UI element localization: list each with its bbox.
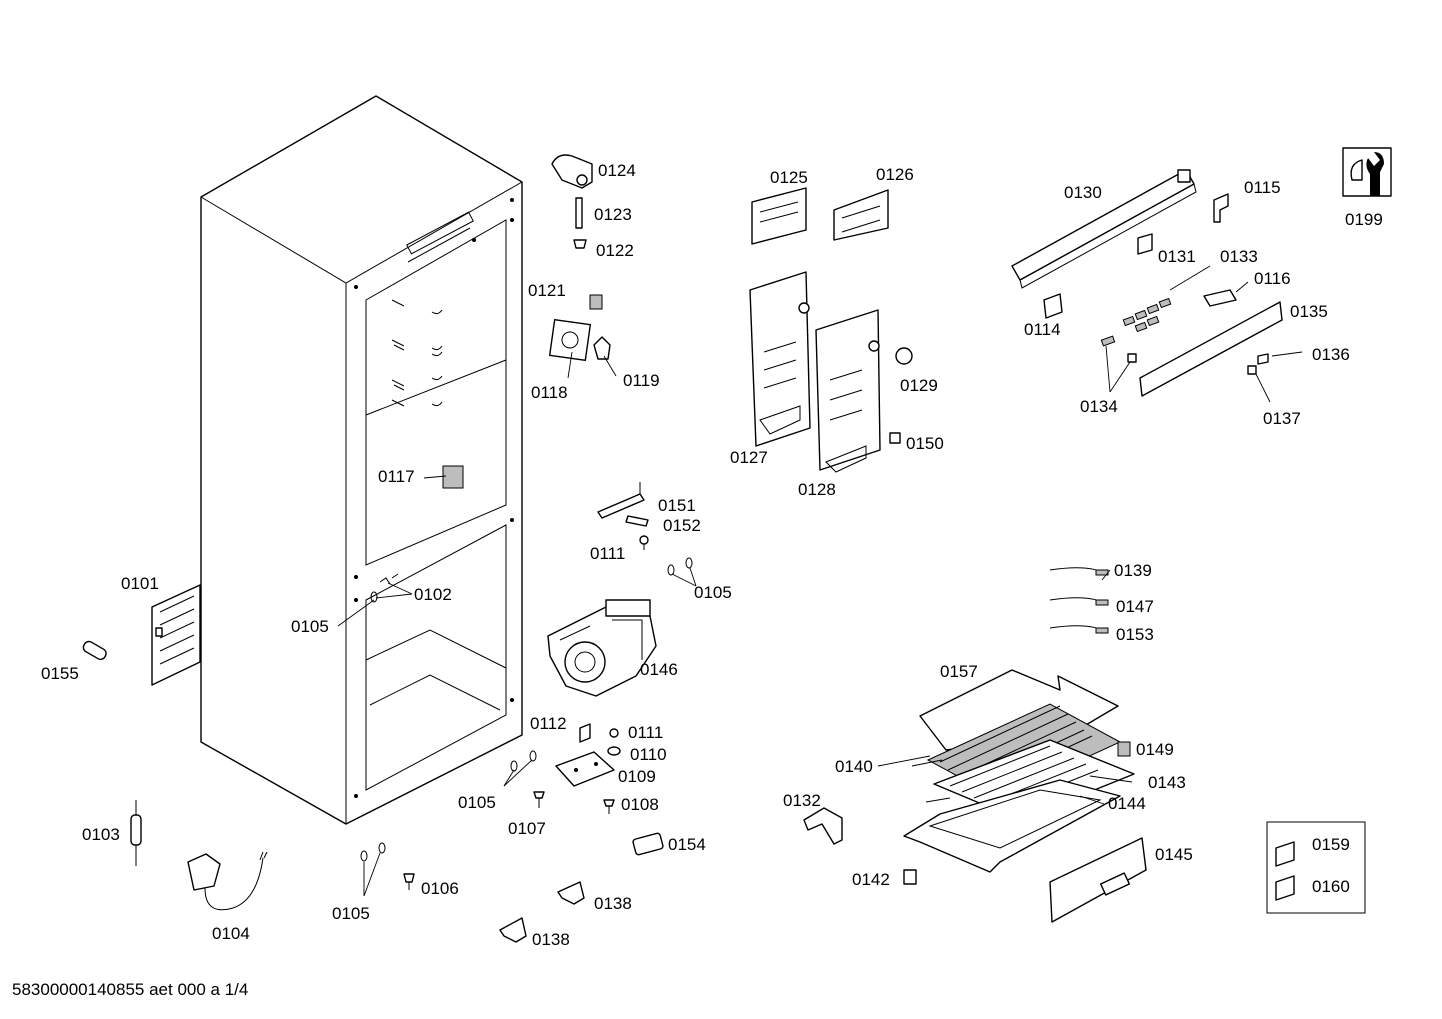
label-0159: 0159 <box>1312 835 1350 854</box>
label-0123: 0123 <box>594 205 632 224</box>
label-0105: 0105 <box>694 583 732 602</box>
label-0112: 0112 <box>530 714 567 733</box>
hinge-parts <box>548 154 611 362</box>
label-0145: 0145 <box>1155 845 1193 864</box>
label-0117: 0117 <box>378 467 415 486</box>
evaporator-assembly <box>803 669 1147 923</box>
label-0103: 0103 <box>82 825 120 844</box>
gasket-0154 <box>632 832 664 856</box>
label-0132: 0132 <box>783 791 821 810</box>
label-0137: 0137 <box>1263 409 1301 428</box>
label-0125: 0125 <box>770 168 808 187</box>
label-0119: 0119 <box>623 371 660 390</box>
label-0133: 0133 <box>1220 247 1258 266</box>
label-0111: 0111 <box>590 544 625 563</box>
label-0149: 0149 <box>1136 740 1174 759</box>
wrench-icon <box>1342 147 1392 197</box>
label-0106: 0106 <box>421 879 459 898</box>
bracket-parts <box>597 482 649 550</box>
label-0154: 0154 <box>668 835 706 854</box>
label-0114: 0114 <box>1024 320 1061 339</box>
rings <box>360 557 693 862</box>
label-0134: 0134 <box>1080 397 1118 416</box>
label-0105: 0105 <box>458 793 496 812</box>
label-0139: 0139 <box>1114 561 1152 580</box>
label-0128: 0128 <box>798 480 836 499</box>
label-0129: 0129 <box>900 376 938 395</box>
label-0152: 0152 <box>663 516 701 535</box>
label-0146: 0146 <box>640 660 678 679</box>
label-0111: 0111 <box>628 723 663 742</box>
drawing-reference-number: 58300000140855 aet 000 a 1/4 <box>12 980 249 999</box>
fan-assembly <box>547 599 657 697</box>
label-0157: 0157 <box>940 662 978 681</box>
small-fixings <box>533 723 621 814</box>
label-0160: 0160 <box>1312 877 1350 896</box>
cabinet <box>200 95 523 825</box>
label-0126: 0126 <box>876 165 914 184</box>
label-0143: 0143 <box>1148 773 1186 792</box>
label-0140: 0140 <box>835 757 873 776</box>
kit-box <box>1266 821 1366 914</box>
power-cord <box>187 851 268 911</box>
label-0199: 0199 <box>1345 210 1383 229</box>
label-0122: 0122 <box>596 241 634 260</box>
label-0150: 0150 <box>906 434 944 453</box>
label-0105: 0105 <box>332 904 370 923</box>
label-0107: 0107 <box>508 819 546 838</box>
label-0138: 0138 <box>594 894 632 913</box>
label-0151: 0151 <box>658 496 696 515</box>
cylinder-part <box>82 640 107 661</box>
label-0104: 0104 <box>212 924 250 943</box>
label-0105: 0105 <box>291 617 329 636</box>
part-labels: 0101 0102 0103 0104 0105 0105 0105 0105 … <box>41 161 1383 949</box>
label-0101: 0101 <box>121 574 159 593</box>
label-0144: 0144 <box>1108 794 1146 813</box>
label-0131: 0131 <box>1158 247 1196 266</box>
control-module <box>1011 169 1283 397</box>
label-0108: 0108 <box>621 795 659 814</box>
label-0142: 0142 <box>852 870 890 889</box>
label-0138: 0138 <box>532 930 570 949</box>
label-0155: 0155 <box>41 664 79 683</box>
wires <box>1049 567 1109 634</box>
label-0118: 0118 <box>531 383 568 402</box>
label-0115: 0115 <box>1244 178 1281 197</box>
label-0135: 0135 <box>1290 302 1328 321</box>
label-0130: 0130 <box>1064 183 1102 202</box>
leader-lines <box>337 265 1303 897</box>
label-0136: 0136 <box>1312 345 1350 364</box>
label-0121: 0121 <box>528 281 566 300</box>
compressor-cover-panel <box>151 584 201 686</box>
label-0127: 0127 <box>730 448 768 467</box>
label-0102: 0102 <box>414 585 452 604</box>
fuse-part <box>130 800 142 866</box>
screw-0106 <box>403 873 415 890</box>
label-0110: 0110 <box>630 745 667 764</box>
label-0153: 0153 <box>1116 625 1154 644</box>
label-0147: 0147 <box>1116 597 1154 616</box>
brackets-0138 <box>499 881 585 943</box>
label-0116: 0116 <box>1254 269 1291 288</box>
label-0124: 0124 <box>598 161 636 180</box>
label-0109: 0109 <box>618 767 656 786</box>
control-panels <box>749 187 913 473</box>
